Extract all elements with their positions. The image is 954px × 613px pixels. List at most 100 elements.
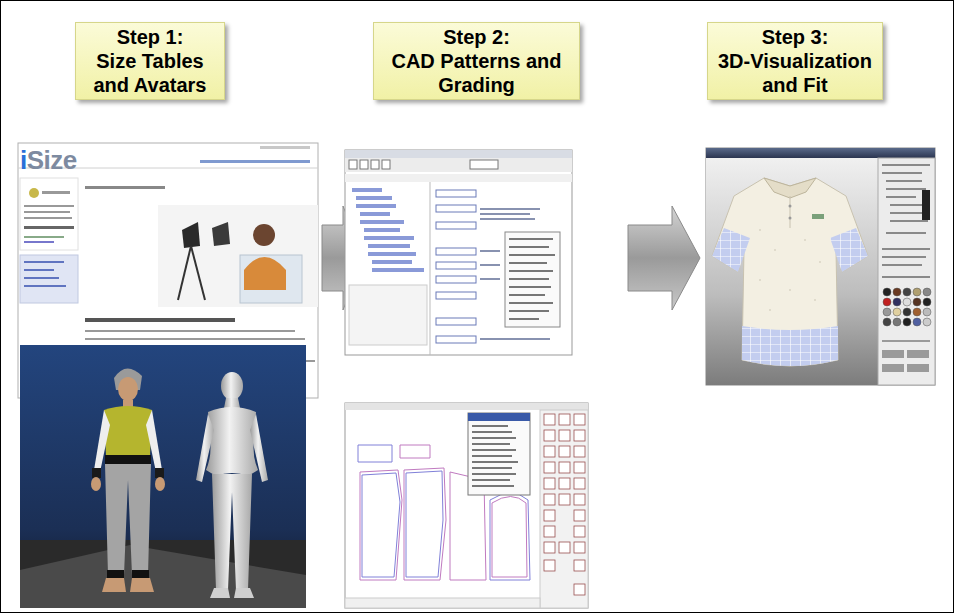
avatar-render-part xyxy=(107,570,124,578)
cad-tree-screenshot-part-part xyxy=(509,254,555,256)
3d-fit-screenshot-part-part xyxy=(923,298,931,306)
cad-tree-screenshot-part xyxy=(352,188,424,272)
size-table-screenshot-part xyxy=(158,205,318,307)
cad-tree-screenshot-part xyxy=(345,150,572,158)
3d-fit-screenshot-part-part xyxy=(913,308,921,316)
3d-fit-screenshot-part xyxy=(812,214,824,219)
3d-fit-screenshot-part-part xyxy=(882,276,930,278)
3d-fit-screenshot-part-part xyxy=(907,364,929,372)
3d-fit-screenshot-part-part xyxy=(886,232,926,234)
cad-tree-screenshot-part-part xyxy=(436,292,476,299)
step-number: Step 1: xyxy=(80,25,220,49)
avatar-render-part xyxy=(224,398,240,408)
cad-tree-screenshot xyxy=(345,150,572,355)
step-number: Step 2: xyxy=(378,25,575,49)
cad-pattern-screenshot-part-part xyxy=(574,542,585,553)
cad-pattern-screenshot-part-part xyxy=(472,437,516,439)
avatar-render-part xyxy=(221,372,243,400)
size-table-screenshot-part xyxy=(85,330,295,332)
3d-fit-screenshot-part-part xyxy=(903,298,911,306)
cad-pattern-screenshot-part-part xyxy=(559,478,570,489)
3d-fit-screenshot-part xyxy=(712,178,868,366)
cad-pattern-screenshot-part xyxy=(345,403,588,410)
logo-text: iSize xyxy=(20,146,77,174)
cad-tree-screenshot-part-part xyxy=(480,264,500,266)
size-table-screenshot-part xyxy=(85,318,235,322)
3d-fit-screenshot-part-part xyxy=(769,309,771,311)
3d-fit-screenshot-part-part xyxy=(883,308,891,316)
cad-tree-screenshot-part-part xyxy=(480,278,500,280)
3d-fit-screenshot-part xyxy=(882,164,930,278)
3d-fit-screenshot-part-part xyxy=(883,318,891,326)
avatar-render-part xyxy=(212,474,252,590)
cad-pattern-screenshot-part-part xyxy=(472,479,510,481)
step-number: Step 3: xyxy=(712,25,878,49)
cad-pattern-screenshot-part-part xyxy=(574,584,585,595)
cad-tree-screenshot-part-part xyxy=(352,188,382,192)
3d-fit-screenshot-part xyxy=(882,340,930,372)
3d-fit-screenshot-part-part xyxy=(913,288,921,296)
cad-pattern-screenshot-part-part xyxy=(404,468,446,580)
cad-pattern-screenshot-part-part xyxy=(559,542,570,553)
cad-tree-screenshot-part-part xyxy=(368,252,416,256)
cad-pattern-screenshot-part-part xyxy=(544,542,555,553)
cad-tree-screenshot-part xyxy=(345,158,572,172)
cad-tree-screenshot-part xyxy=(509,238,555,320)
3d-fit-screenshot-part-part xyxy=(907,350,929,358)
cad-pattern-screenshot-part-part xyxy=(559,494,570,505)
cad-pattern-screenshot-part xyxy=(468,413,530,495)
3d-fit-screenshot-part-part xyxy=(814,299,816,301)
cad-pattern-screenshot-part-part xyxy=(472,473,516,475)
avatar-render-part xyxy=(20,540,306,608)
size-table-screenshot-part xyxy=(42,191,70,194)
3d-fit-screenshot-part-part xyxy=(903,308,911,316)
size-table-screenshot-part xyxy=(24,217,72,219)
cad-tree-screenshot-part-part xyxy=(436,262,476,269)
avatar-render-part xyxy=(206,407,258,476)
avatar-render-part xyxy=(196,414,214,482)
3d-fit-screenshot-part-part xyxy=(883,288,891,296)
size-table-screenshot-part xyxy=(24,285,66,287)
size-table-screenshot-part xyxy=(24,261,64,263)
3d-fit-screenshot-part-part xyxy=(882,264,922,266)
cad-pattern-screenshot-part-part xyxy=(472,461,518,463)
3d-fit-screenshot-part-part xyxy=(913,298,921,306)
3d-fit-screenshot-part-part xyxy=(923,288,931,296)
avatar-render xyxy=(20,345,306,608)
3d-fit-screenshot-part-part xyxy=(774,249,776,251)
avatar-render-part xyxy=(20,545,306,608)
cad-tree-screenshot-part-part xyxy=(509,294,545,296)
avatar-render-part xyxy=(155,477,165,491)
3d-fit-screenshot-part xyxy=(764,178,816,198)
size-table-screenshot-part xyxy=(20,178,78,250)
3d-fit-screenshot-part-part xyxy=(890,220,928,222)
cad-pattern-screenshot-part-part xyxy=(544,430,555,441)
3d-fit-screenshot-part-part xyxy=(890,212,922,214)
cad-tree-screenshot-part-part xyxy=(509,318,539,320)
3d-fit-screenshot-part-part xyxy=(882,340,930,342)
cad-pattern-screenshot-part-part xyxy=(574,560,585,571)
3d-fit-screenshot-part-part xyxy=(893,308,901,316)
3d-fit-screenshot-part-part xyxy=(882,350,904,358)
cad-pattern-screenshot-part-part xyxy=(559,462,570,473)
cad-tree-screenshot-part-part xyxy=(436,190,476,197)
cad-tree-screenshot-part-part xyxy=(509,278,549,280)
cad-pattern-screenshot-part-part xyxy=(574,510,585,521)
cad-pattern-screenshot-part-part xyxy=(472,443,510,445)
cad-pattern-screenshot-part-part xyxy=(574,414,585,425)
cad-pattern-screenshot-part-part xyxy=(358,445,392,462)
cad-pattern-screenshot-part-part xyxy=(544,494,555,505)
cad-pattern-screenshot-part-part xyxy=(406,471,443,577)
cad-tree-screenshot-part-part xyxy=(368,244,410,248)
cad-tree-screenshot-part xyxy=(345,174,572,182)
cad-pattern-screenshot xyxy=(345,403,588,608)
avatar-render-part xyxy=(102,578,126,592)
3d-fit-screenshot-part-part xyxy=(890,204,926,206)
avatar-render-part xyxy=(118,377,138,401)
avatar-render-part xyxy=(104,406,152,455)
size-table-screenshot-part xyxy=(85,186,165,189)
cad-tree-screenshot-part-part xyxy=(509,270,553,272)
size-table-screenshot-part xyxy=(191,246,205,300)
cad-pattern-screenshot-part-part xyxy=(544,510,555,521)
